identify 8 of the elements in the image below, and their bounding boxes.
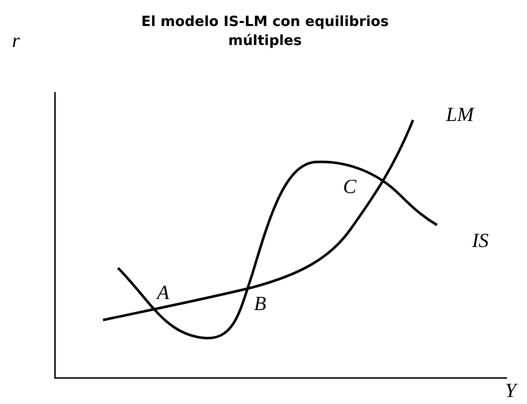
curve-label: IS (472, 230, 489, 253)
chart-title: El modelo IS-LM con equilibrios múltiples (140, 13, 390, 51)
axis-label: Y (505, 380, 516, 403)
point-label: B (254, 293, 266, 316)
curve-label: LM (446, 104, 474, 127)
point-label: C (343, 176, 356, 199)
point-label: A (157, 282, 170, 305)
axis-label: r (12, 30, 20, 53)
